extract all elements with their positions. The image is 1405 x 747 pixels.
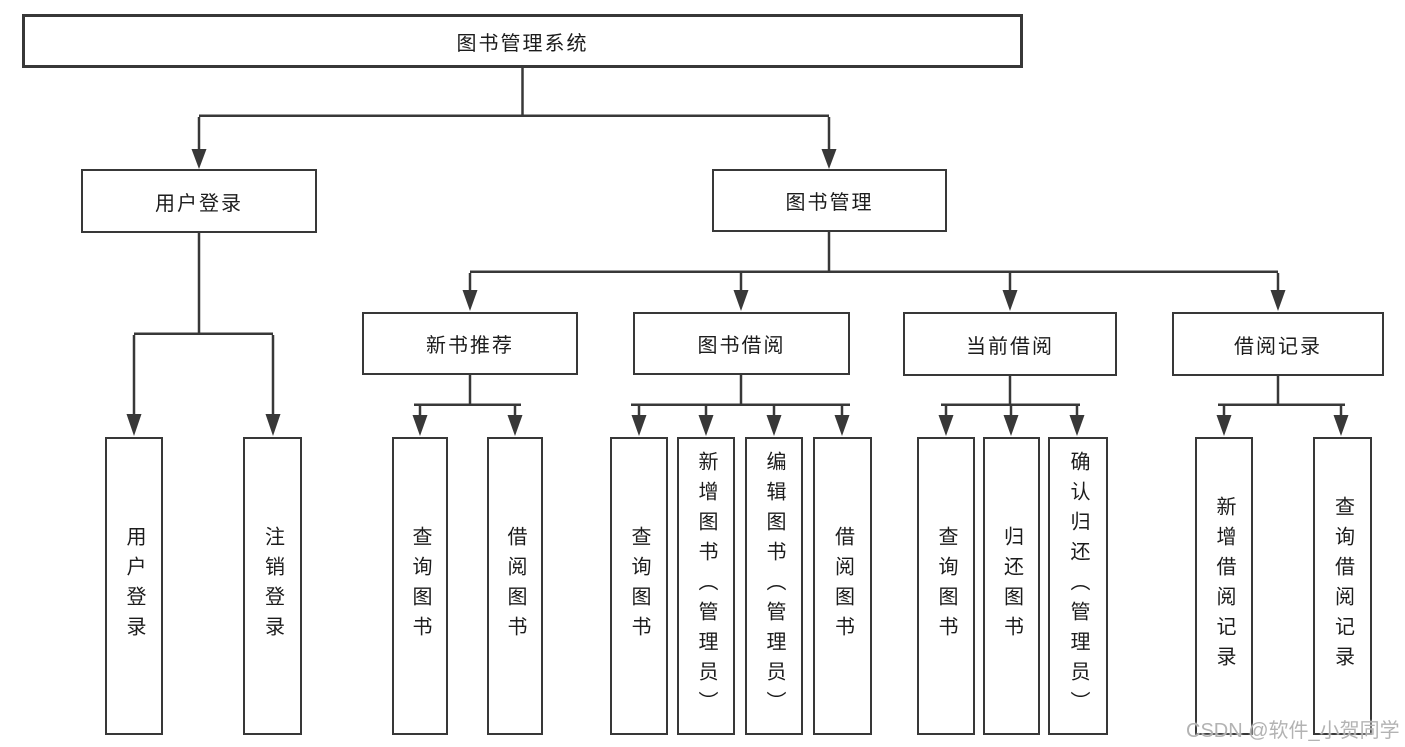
leaf-newbook-borrow-books-label: 借阅图书 (504, 526, 526, 646)
leaf-logout: 注销登录 (243, 437, 302, 735)
leaf-records-add-record: 新增借阅记录 (1195, 437, 1253, 735)
leaf-borrow-query-books-label: 查询图书 (628, 526, 650, 646)
node-book-borrowing: 图书借阅 (633, 312, 850, 375)
leaf-records-query-record: 查询借阅记录 (1313, 437, 1372, 735)
leaf-user-login-label: 用户登录 (123, 526, 145, 646)
node-current-borrowing: 当前借阅 (903, 312, 1117, 376)
leaf-user-login: 用户登录 (105, 437, 163, 735)
node-root-system: 图书管理系统 (22, 14, 1023, 68)
leaf-borrow-add-books-admin: 新增图书（管理员） (677, 437, 735, 735)
node-new-book-recommendation: 新书推荐 (362, 312, 578, 375)
leaf-borrow-query-books: 查询图书 (610, 437, 668, 735)
leaf-records-add-record-label: 新增借阅记录 (1213, 496, 1235, 676)
leaf-records-query-record-label: 查询借阅记录 (1331, 496, 1354, 676)
leaf-borrow-edit-books-admin: 编辑图书（管理员） (745, 437, 803, 735)
leaf-newbook-query-books-label: 查询图书 (409, 526, 431, 646)
connector-borrow-records-to-leaves (1216, 376, 1349, 436)
connector-current-borrow-to-leaves (938, 376, 1085, 436)
leaf-current-return-books: 归还图书 (983, 437, 1040, 735)
leaf-newbook-query-books: 查询图书 (392, 437, 448, 735)
leaf-borrow-borrow-books-label: 借阅图书 (831, 526, 854, 646)
connector-new-book-to-leaves (412, 375, 523, 436)
leaf-current-confirm-return-admin: 确认归还（管理员） (1048, 437, 1108, 735)
leaf-borrow-add-books-admin-label: 新增图书（管理员） (695, 451, 717, 721)
csdn-watermark: CSDN @软件_小贺同学 (1186, 720, 1400, 742)
node-borrowing-records: 借阅记录 (1172, 312, 1384, 376)
leaf-current-query-books-label: 查询图书 (935, 526, 957, 646)
connector-book-mgmt-to-level3 (462, 232, 1286, 311)
leaf-current-confirm-return-admin-label: 确认归还（管理员） (1067, 451, 1089, 721)
connector-book-borrow-to-leaves (631, 375, 850, 436)
node-user-login: 用户登录 (81, 169, 317, 233)
connector-root-to-level2 (191, 68, 837, 169)
leaf-borrow-borrow-books: 借阅图书 (813, 437, 872, 735)
leaf-logout-label: 注销登录 (261, 526, 284, 646)
leaf-borrow-edit-books-admin-label: 编辑图书（管理员） (763, 451, 785, 721)
node-book-management: 图书管理 (712, 169, 947, 232)
leaf-current-return-books-label: 归还图书 (1000, 526, 1023, 646)
leaf-newbook-borrow-books: 借阅图书 (487, 437, 543, 735)
leaf-current-query-books: 查询图书 (917, 437, 975, 735)
connector-user-login-to-leaves (126, 233, 281, 436)
